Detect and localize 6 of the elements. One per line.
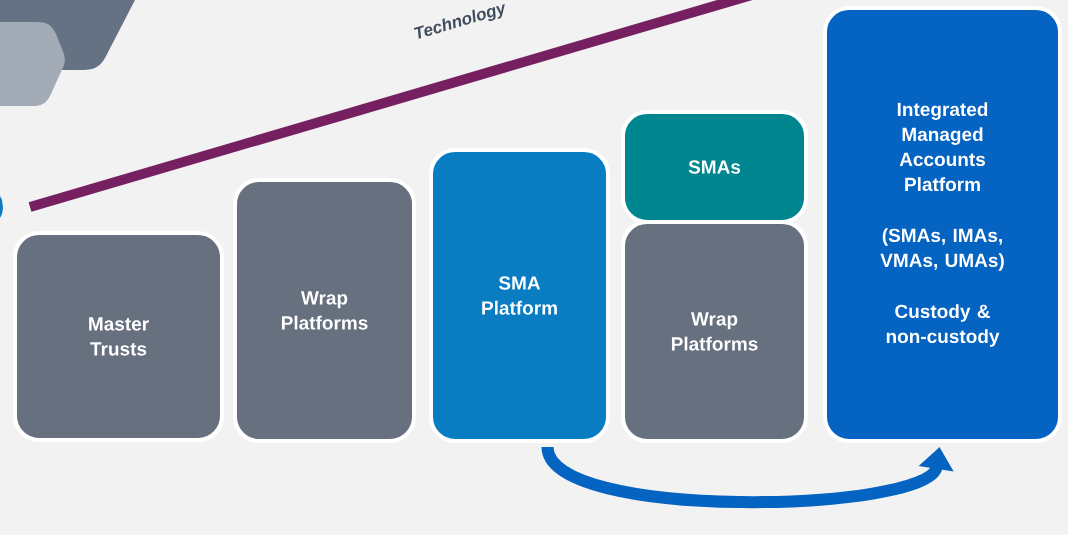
platform-box: Master Trusts <box>13 231 224 442</box>
platform-box: Wrap Platforms <box>233 178 416 443</box>
platform-box: Wrap Platforms <box>621 220 808 443</box>
platform-box: SMA Platform <box>429 148 610 443</box>
platform-box: SMAs <box>621 110 808 224</box>
platform-box: Integrated Managed Accounts Platform (SMAs, IMAs, VMAs, UMAs) Custody & non-custody <box>823 6 1062 443</box>
